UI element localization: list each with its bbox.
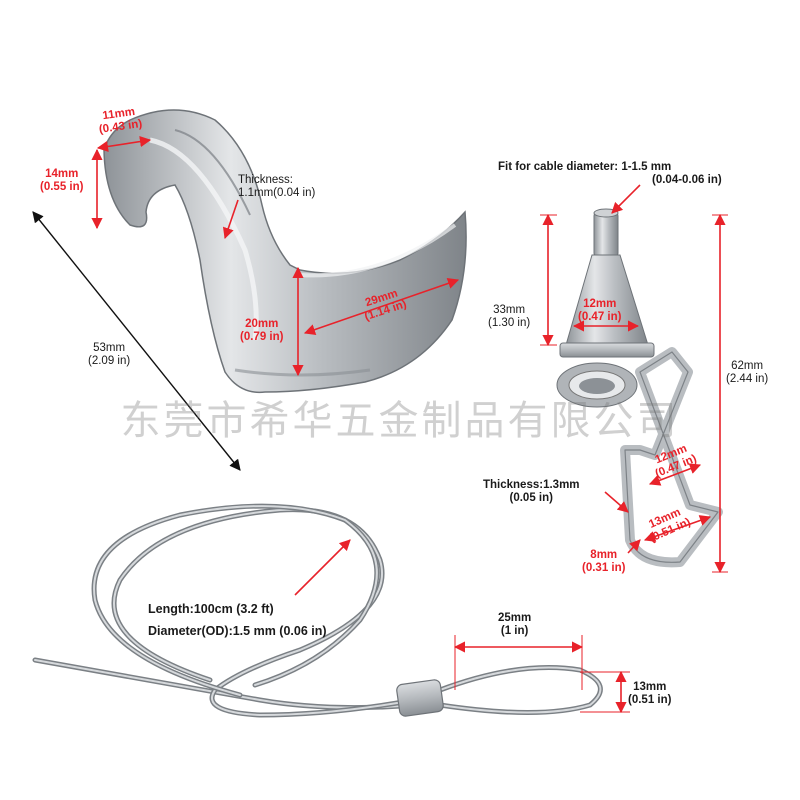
hook-thickness-title: Thickness:	[238, 174, 293, 186]
hook-height-mm: 14mm	[45, 168, 79, 180]
hook-thickness-value: 1.1mm(0.04 in)	[238, 187, 316, 199]
gripper-tip-mm: 8mm	[590, 549, 618, 561]
gripper-diameter-mm: 12mm	[583, 298, 617, 310]
hook-arm-dim	[303, 278, 460, 335]
hook-height-label: 14mm (0.55 in)	[40, 168, 83, 194]
picture-hook	[103, 109, 467, 394]
loop-width-mm: 25mm	[498, 612, 532, 624]
gripper-tip-label: 8mm (0.31 in)	[582, 549, 625, 575]
loop-height-in: (0.51 in)	[628, 694, 672, 706]
gripper-total-mm: 62mm	[731, 360, 764, 372]
gripper-hookwidth-dim	[648, 463, 702, 486]
loop-width-label: 25mm (1 in)	[498, 612, 531, 638]
watermark: 东莞市希华五金制品有限公司	[120, 398, 680, 444]
loop-height-label: 13mm (0.51 in)	[628, 681, 671, 707]
steel-cable	[32, 503, 603, 718]
gripper-total-in: (2.44 in)	[726, 373, 769, 385]
hook-length-in: (2.09 in)	[88, 355, 131, 367]
cable-fit-line1: Fit for cable diameter: 1-1.5 mm	[498, 161, 672, 173]
gripper-thickness-label: Thickness:1.3mm (0.05 in)	[483, 479, 580, 505]
cable-length-label: Length:100cm (3.2 ft) Diameter(OD):1.5 m…	[148, 598, 327, 642]
gripper-height-in: (1.30 in)	[488, 317, 531, 329]
gripper-thickness-in: (0.05 in)	[509, 492, 553, 504]
loop-width-in: (1 in)	[500, 625, 529, 637]
cable-fit-line2: (0.04-0.06 in)	[652, 174, 722, 186]
gripper-height-mm: 33mm	[493, 304, 526, 316]
loop-height-mm: 13mm	[633, 681, 667, 693]
gripper-hookdepth-dim	[643, 515, 712, 542]
hook-neck-mm: 20mm	[245, 318, 279, 330]
hook-length-mm: 53mm	[93, 342, 126, 354]
cable-length-value: Length:100cm (3.2 ft)	[148, 602, 274, 616]
cable-length-pointer	[294, 539, 351, 596]
cable-fit-label: Fit for cable diameter: 1-1.5 mm (0.04-0…	[498, 161, 722, 187]
cable-diameter-value: Diameter(OD):1.5 mm (0.06 in)	[148, 624, 327, 638]
hook-width-dim	[96, 135, 152, 153]
cable-fit-pointer	[611, 184, 641, 214]
hook-neck-in: (0.79 in)	[240, 331, 284, 343]
gripper-diameter-label: 12mm (0.47 in)	[578, 298, 621, 324]
gripper-diameter-in: (0.47 in)	[578, 311, 622, 323]
cable-gripper	[556, 208, 723, 568]
hook-length-dim	[32, 211, 241, 471]
hook-thickness-label: Thickness: 1.1mm(0.04 in)	[238, 174, 315, 200]
gripper-thickness-pointer	[604, 491, 629, 513]
gripper-tip-pointer	[627, 539, 641, 554]
cable-ferrule	[396, 679, 444, 717]
hook-height-in: (0.55 in)	[40, 181, 84, 193]
hook-length-label: 53mm (2.09 in)	[88, 342, 130, 368]
gripper-total-label: 62mm (2.44 in)	[726, 360, 768, 386]
gripper-height-label: 33mm (1.30 in)	[488, 304, 530, 330]
hook-neck-label: 20mm (0.79 in)	[240, 318, 283, 344]
gripper-tip-in: (0.31 in)	[582, 562, 626, 574]
gripper-thickness-value: Thickness:1.3mm	[483, 479, 580, 491]
